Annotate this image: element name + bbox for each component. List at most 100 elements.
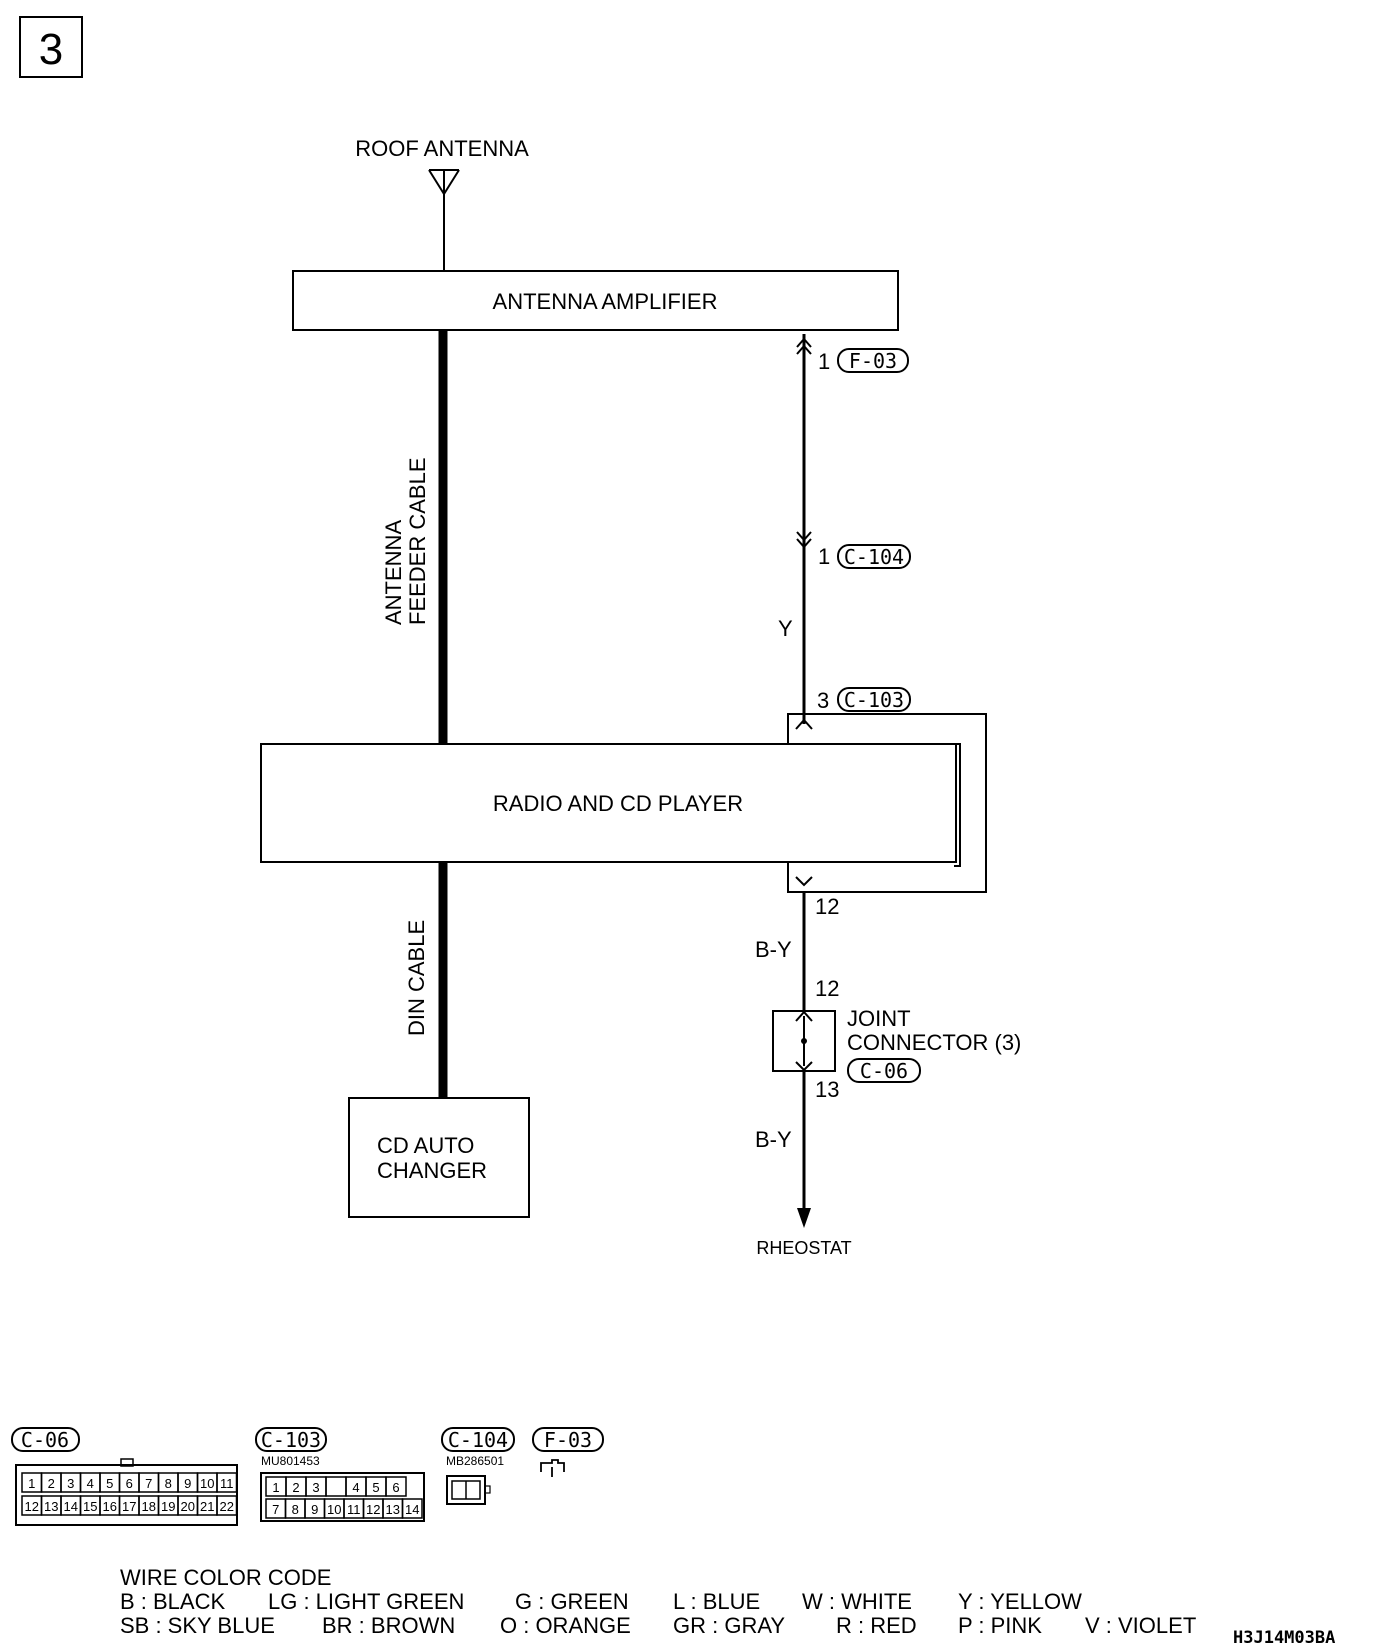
radio-cd-player-box: RADIO AND CD PLAYER: [260, 743, 957, 863]
c104-pin: 1: [818, 544, 830, 569]
wire-color-entry: R : RED: [836, 1613, 917, 1638]
c06-pin-cell: 8: [157, 1472, 179, 1493]
svg-text:17: 17: [122, 1499, 136, 1514]
antenna-symbol-icon: [428, 169, 460, 270]
arrow-down-icon: [797, 1208, 811, 1228]
c103-pin-cell: 8: [284, 1498, 306, 1519]
c103-pin-cell: 6: [385, 1476, 407, 1497]
wire-color-code-title: WIRE COLOR CODE: [120, 1565, 331, 1590]
svg-text:8: 8: [292, 1502, 299, 1517]
svg-text:22: 22: [220, 1499, 234, 1514]
wire-color-entry: GR : GRAY: [673, 1613, 785, 1638]
wire-color-entry: B : BLACK: [120, 1589, 225, 1614]
svg-text:1: 1: [28, 1476, 35, 1491]
wire-color-by-upper: B-Y: [755, 937, 792, 962]
svg-text:13: 13: [44, 1499, 58, 1514]
c06-pin-cell: 17: [118, 1495, 140, 1516]
joint-connector: JOINT CONNECTOR (3) C-06: [772, 1006, 1021, 1083]
c104-tag: C-104: [837, 544, 911, 569]
rheostat-label: RHEOSTAT: [756, 1238, 851, 1258]
c06-pin-cell: 11: [216, 1472, 238, 1493]
svg-text:19: 19: [161, 1499, 175, 1514]
svg-text:7: 7: [145, 1476, 152, 1491]
c103-pin-cell: 12: [362, 1498, 384, 1519]
c06-pin-cell: 13: [40, 1495, 62, 1516]
c103-pin-cell: 13: [382, 1498, 404, 1519]
connector-view-c104: C-104 MB286501: [441, 1427, 515, 1505]
svg-text:4: 4: [87, 1476, 94, 1491]
f03-tag: F-03: [837, 348, 909, 373]
svg-text:C-103: C-103: [844, 688, 904, 712]
c103-pin-cell: 10: [323, 1498, 345, 1519]
c06-pin-cell: 20: [177, 1495, 199, 1516]
wire-color-entry: V : VIOLET: [1085, 1613, 1196, 1638]
antenna-feeder-cable: ANTENNA FEEDER CABLE: [381, 330, 448, 746]
antenna-amplifier-label: ANTENNA AMPLIFIER: [493, 289, 718, 314]
svg-text:F-03: F-03: [544, 1428, 592, 1452]
c103-pin-cell: 9: [304, 1498, 326, 1519]
yellow-signal-wire: 1 F-03 1 C-104 Y 3 C-103: [778, 334, 911, 724]
svg-text:F-03: F-03: [849, 349, 897, 373]
c103-pin-cell: 5: [365, 1476, 387, 1497]
c06-pin-cell: 18: [138, 1495, 160, 1516]
c103-pin-cell: 1: [265, 1476, 287, 1497]
wire-color-entry: P : PINK: [958, 1613, 1042, 1638]
rheostat-wire: 13 B-Y RHEOSTAT: [755, 1071, 852, 1258]
wire-color-entry: L : BLUE: [673, 1589, 760, 1614]
svg-text:11: 11: [220, 1476, 234, 1491]
svg-text:C-06: C-06: [21, 1428, 69, 1452]
roof-antenna: ROOF ANTENNA: [355, 136, 529, 270]
joint-connector-label-line2: CONNECTOR (3): [847, 1030, 1021, 1055]
svg-text:20: 20: [181, 1499, 195, 1514]
svg-text:1: 1: [272, 1480, 279, 1495]
wire-color-by-lower: B-Y: [755, 1127, 792, 1152]
wire-color-entry: G : GREEN: [515, 1589, 629, 1614]
c103-pin-cell: 3: [305, 1476, 327, 1497]
c103-tag: C-103: [837, 687, 911, 712]
cd-auto-changer-label-line1: CD AUTO: [377, 1133, 474, 1158]
joint-connector-label-line1: JOINT: [847, 1006, 911, 1031]
wire-color-y: Y: [778, 616, 793, 641]
din-cable: DIN CABLE: [404, 862, 448, 1098]
wire-color-entry: O : ORANGE: [500, 1613, 631, 1638]
svg-text:3: 3: [67, 1476, 74, 1491]
c103-pin-cell: 11: [343, 1498, 365, 1519]
c104-part-number: MB286501: [446, 1454, 504, 1468]
c06-pin-cell: 1: [21, 1472, 43, 1493]
c06-pin-cell: 6: [118, 1472, 140, 1493]
c06-pin-cell: 3: [60, 1472, 82, 1493]
c103-part-number: MU801453: [261, 1454, 320, 1468]
c06-pin-cell: 16: [99, 1495, 121, 1516]
c06-pin-cell: 10: [196, 1472, 218, 1493]
c06-pin-cell: 2: [40, 1472, 62, 1493]
svg-text:4: 4: [352, 1480, 359, 1495]
svg-text:3: 3: [312, 1480, 319, 1495]
c06-pin-cell: 21: [196, 1495, 218, 1516]
svg-text:10: 10: [327, 1502, 341, 1517]
wire-color-entry: W : WHITE: [802, 1589, 912, 1614]
svg-text:12: 12: [25, 1499, 39, 1514]
svg-text:21: 21: [200, 1499, 214, 1514]
wire-color-entry: SB : SKY BLUE: [120, 1613, 275, 1638]
c103-pin: 3: [817, 688, 829, 713]
c06-pin-cell: 14: [60, 1495, 82, 1516]
svg-text:18: 18: [142, 1499, 156, 1514]
c103-pin-cell: 4: [345, 1476, 367, 1497]
radio-out-pin: 12: [815, 894, 839, 919]
c06-pin-cell: 5: [99, 1472, 121, 1493]
svg-text:2: 2: [48, 1476, 55, 1491]
c103-pin-cell: 14: [401, 1498, 423, 1519]
svg-text:C-103: C-103: [261, 1428, 321, 1452]
svg-text:12: 12: [366, 1502, 380, 1517]
c06-pin-cell: 22: [216, 1495, 238, 1516]
c103-pin-cell: 7: [265, 1498, 287, 1519]
radio-cd-player-label: RADIO AND CD PLAYER: [493, 791, 743, 816]
svg-text:16: 16: [103, 1499, 117, 1514]
din-cable-label: DIN CABLE: [404, 920, 429, 1036]
svg-text:15: 15: [83, 1499, 97, 1514]
c06-pin-cell: 19: [157, 1495, 179, 1516]
